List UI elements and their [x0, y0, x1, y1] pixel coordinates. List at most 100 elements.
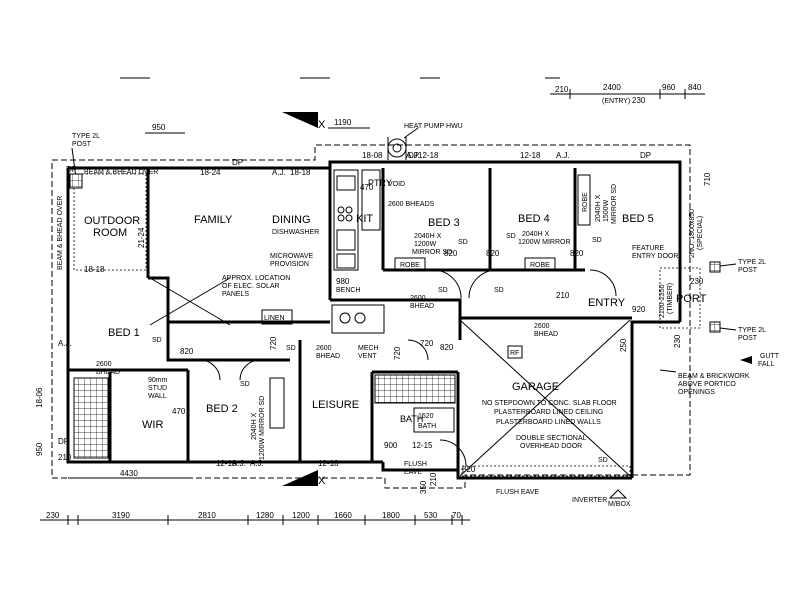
dim-b-2810: 2810	[198, 511, 216, 520]
garage-door-2: OVERHEAD DOOR	[520, 443, 582, 450]
inverter-label: INVERTER	[572, 497, 607, 504]
svg-text:POST: POST	[738, 267, 758, 274]
svg-text:BEAM & BRICKWORK: BEAM & BRICKWORK	[678, 373, 750, 380]
beam-bhead-vert: BEAM & BHEAD OVER	[57, 196, 64, 270]
robe-a: ROBE	[400, 262, 420, 269]
microwave-label-1: MICROWAVE	[270, 253, 313, 260]
dim-12-18-d: 12-18	[318, 459, 339, 468]
eave-outline	[51, 144, 691, 489]
dim-18-08: 18-08	[362, 151, 383, 160]
beam-brickwork-note: BEAM & BRICKWORK ABOVE PORTICO OPENINGS	[659, 369, 750, 396]
bhead-c-1: 2600	[316, 345, 332, 352]
robe-bed3	[394, 257, 426, 271]
dim-18-18-top: 18-18	[290, 168, 311, 177]
room-bed5: BED 5	[622, 213, 654, 225]
linen-cupboard	[261, 309, 293, 325]
room-bed2: BED 2	[206, 403, 238, 415]
room-entry: ENTRY	[588, 297, 626, 309]
svg-text:POST: POST	[738, 335, 758, 342]
dim-820-e: 820	[570, 249, 584, 258]
dishwasher-label: DISHWASHER	[272, 229, 319, 236]
garage-door-track	[461, 465, 631, 477]
svg-text:TYPE 2L: TYPE 2L	[738, 259, 766, 266]
aj-2: A.J.	[406, 151, 420, 160]
bottom-dimension-line: 230 3190 2810 1280 1200 1660 1800 530 70	[40, 511, 470, 525]
svg-text:ABOVE PORTICO: ABOVE PORTICO	[678, 381, 736, 388]
mirror-bed3-2: 1200W	[414, 241, 437, 248]
type2l-post-right-2: TYPE 2L POST	[709, 321, 766, 342]
stud-wall-2: STUD	[148, 385, 167, 392]
robe-bed4	[524, 257, 556, 271]
rf-label: RF	[510, 350, 519, 357]
dim-12-18-c: 12-18	[216, 459, 237, 468]
void-label: VOID	[388, 181, 405, 188]
robe-c: ROBE	[582, 192, 589, 212]
dim-b-530: 530	[424, 511, 438, 520]
rf-box	[507, 345, 523, 359]
dim-b-1660: 1660	[334, 511, 352, 520]
room-leisure: LEISURE	[312, 399, 359, 411]
dim-980: 980	[336, 277, 350, 286]
bath-tub	[413, 407, 455, 433]
dim-top-210: 210	[555, 85, 569, 94]
solar-2: OF ELEC. SOLAR	[222, 283, 280, 290]
sd-7: SD	[240, 381, 250, 388]
svg-text:FALL: FALL	[758, 361, 774, 368]
room-family: FAMILY	[194, 214, 233, 226]
dim-720-a: 720	[269, 336, 278, 350]
dim-820-a: 820	[180, 347, 194, 356]
dim-12-18-b: 12-18	[520, 151, 541, 160]
corner-post	[69, 173, 83, 189]
dim-18-18-outdoor: 18-18	[84, 265, 105, 274]
mech-vent-1: MECH	[358, 345, 379, 352]
bhead-b-1: 2600	[534, 323, 550, 330]
dim-950-side: 950	[35, 442, 44, 456]
dim-b-230: 230	[46, 511, 60, 520]
room-bed3: BED 3	[428, 217, 460, 229]
dim-920: 920	[632, 305, 646, 314]
flush-eave-bottom: FLUSH EAVE	[496, 489, 539, 496]
mbox-label: M/BOX	[608, 501, 631, 508]
bhead-d-2: BHEAD	[96, 369, 120, 376]
dim-b-1200: 1200	[292, 511, 310, 520]
dim-21-24: 21-24	[137, 227, 146, 248]
room-bed1: BED 1	[108, 327, 140, 339]
sd-1: SD	[458, 239, 468, 246]
mirror-bed4-2: 1200W MIRROR	[518, 239, 571, 246]
dim-top-2400: 2400	[603, 83, 621, 92]
dim-210-entry: 210	[556, 291, 570, 300]
port-ht-1: 2100-2350	[659, 284, 666, 318]
sd-8: SD	[598, 457, 608, 464]
dim-470-b: 470	[360, 183, 374, 192]
mirror-bed4-1: 2040H X	[522, 231, 550, 238]
section-x-bottom: X	[318, 475, 326, 487]
sd-6: SD	[152, 337, 162, 344]
garage-note-1: NO STEPDOWN TO CONC. SLAB FLOOR	[482, 400, 617, 407]
solar-1: APPROX. LOCATION	[222, 275, 290, 282]
dim-1190: 1190	[334, 118, 352, 127]
svg-text:POST: POST	[72, 141, 92, 148]
microwave-label-2: PROVISION	[270, 261, 309, 268]
feature-entry-2: ENTRY DOOR	[632, 253, 678, 260]
room-wir: WIR	[142, 419, 163, 431]
bhead-d-1: 2600	[96, 361, 112, 368]
mirror-bed3-3: MIRROR SD	[412, 249, 452, 256]
dp-5: DP	[58, 437, 69, 446]
kitchen-fixtures	[331, 169, 385, 334]
mirror-bed2-1: 2040H X	[251, 412, 258, 440]
dim-720-b: 720	[393, 346, 402, 360]
port-ht-2: (TIMBER)	[667, 283, 674, 314]
robe-bed5	[577, 174, 591, 226]
sd-3: SD	[592, 237, 602, 244]
dim-900: 900	[384, 441, 398, 450]
mbox-marker	[608, 489, 628, 499]
room-port: PORT	[676, 293, 707, 305]
garage-note-3: PLASTERBOARD LINED WALLS	[496, 419, 601, 426]
mirror-bed5-1: 2040H X	[595, 194, 602, 222]
dim-210-side: 210	[58, 453, 72, 462]
dim-720-c: 720	[420, 339, 434, 348]
dim-210-b: 210	[429, 472, 438, 486]
sd-2: SD	[506, 233, 516, 240]
wir-tiles	[73, 377, 109, 459]
dim-820-d: 820	[486, 249, 500, 258]
